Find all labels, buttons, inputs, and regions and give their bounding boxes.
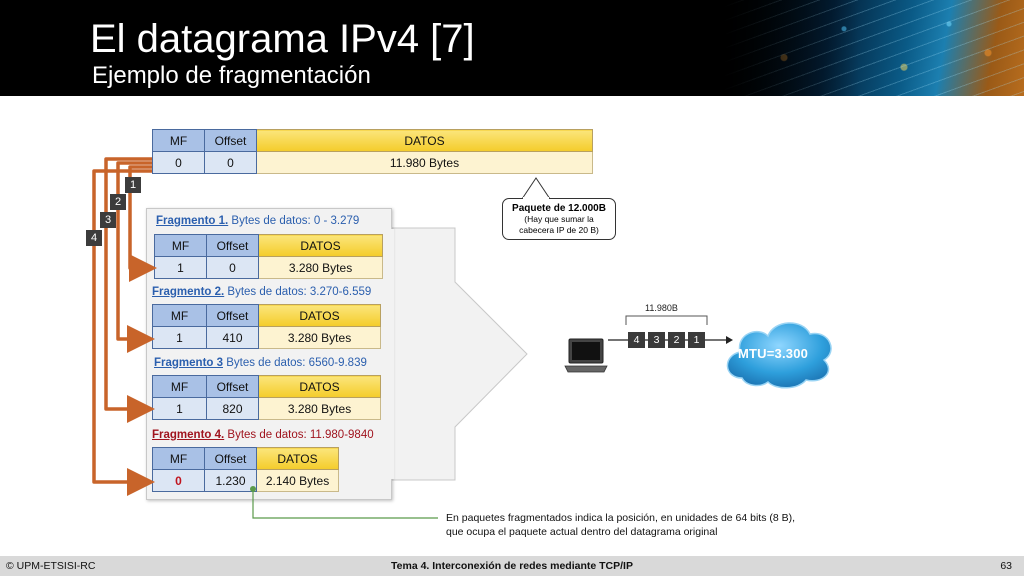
value-cell: 820 [206,397,259,420]
arrow-fragment-2 [116,161,155,353]
value-cell: 410 [206,326,259,349]
original-datagram-table: MF Offset DATOS 0 0 11.980 Bytes [152,129,593,174]
value-cell: 3.280 Bytes [258,397,381,420]
value-cell: 3.280 Bytes [258,256,383,279]
header-cell: MF [152,447,205,470]
fiber-optic-image [724,0,1024,96]
badge-4: 4 [86,230,102,246]
callout-line: (Hay que sumar la [524,214,594,224]
value-cell: 3.280 Bytes [258,326,381,349]
header-cell: Offset [204,447,257,470]
value-cell: 1 [152,326,207,349]
arrow-fragment-1 [128,165,157,282]
packet-size-callout: Paquete de 12.000B (Hay que sumar la cab… [502,198,616,240]
fragment-1-label: Fragmento 1. Bytes de datos: 0 - 3.279 [156,215,360,227]
header-cell: MF [152,129,205,152]
header-cell: DATOS [258,234,383,257]
packet-1: 1 [688,332,705,348]
packet-2: 2 [668,332,685,348]
callout-line: cabecera IP de 20 B) [519,225,599,235]
header-cell: DATOS [256,129,593,152]
page-number: 63 [1000,560,1012,572]
header-cell: Offset [206,375,259,398]
table-row: 0 0 11.980 Bytes [152,151,593,174]
offset-note-connector [252,489,438,519]
slide-footer: © UPM-ETSISI-RC Tema 4. Interconexión de… [0,556,1024,576]
packet-3: 3 [648,332,665,348]
callout-title: Paquete de 12.000B [512,203,606,214]
arrow-fragment-3 [104,157,155,423]
badge-2: 2 [110,194,126,210]
value-cell: 1.230 [204,469,257,492]
packet-4: 4 [628,332,645,348]
laptop-icon [564,338,608,373]
cloud-icon [726,322,832,389]
fragment-4-label: Fragmento 4. Bytes de datos: 11.980-9840 [152,429,374,441]
value-cell: 0 [152,151,205,174]
header-cell: DATOS [258,375,381,398]
slide-title: El datagrama IPv4 [7] [90,17,475,61]
value-cell: 2.140 Bytes [256,469,339,492]
value-cell: 11.980 Bytes [256,151,593,174]
slide-subtitle: Ejemplo de fragmentación [92,62,371,89]
packet-size-label: 11.980B [645,303,678,313]
badge-3: 3 [100,212,116,228]
header-cell: Offset [206,304,259,327]
value-cell: 0 [204,151,257,174]
fragment-3-label: Fragmento 3 Bytes de datos: 6560-9.839 [154,357,367,369]
footer-copyright: © UPM-ETSISI-RC [6,560,96,572]
note-line: En paquetes fragmentados indica la posic… [446,512,796,524]
table-header-row: MF Offset DATOS [152,129,593,152]
fragment-2-label: Fragmento 2. Bytes de datos: 3.270-6.559 [152,286,372,298]
mtu-label: MTU=3.300 [738,346,809,361]
header-cell: DATOS [258,304,381,327]
offset-note: En paquetes fragmentados indica la posic… [446,511,795,539]
note-line: que ocupa el paquete actual dentro del d… [446,526,718,538]
big-arrow [389,227,528,481]
value-cell: 0 [206,256,259,279]
packet-bracket [625,315,708,325]
arrow-fragment-4 [92,169,155,496]
footer-topic: Tema 4. Interconexión de redes mediante … [391,560,633,572]
slide-header: El datagrama IPv4 [7] Ejemplo de fragmen… [0,0,1024,96]
header-cell: MF [152,375,207,398]
header-cell: Offset [206,234,259,257]
badge-1: 1 [125,177,141,193]
value-cell: 0 [152,469,205,492]
